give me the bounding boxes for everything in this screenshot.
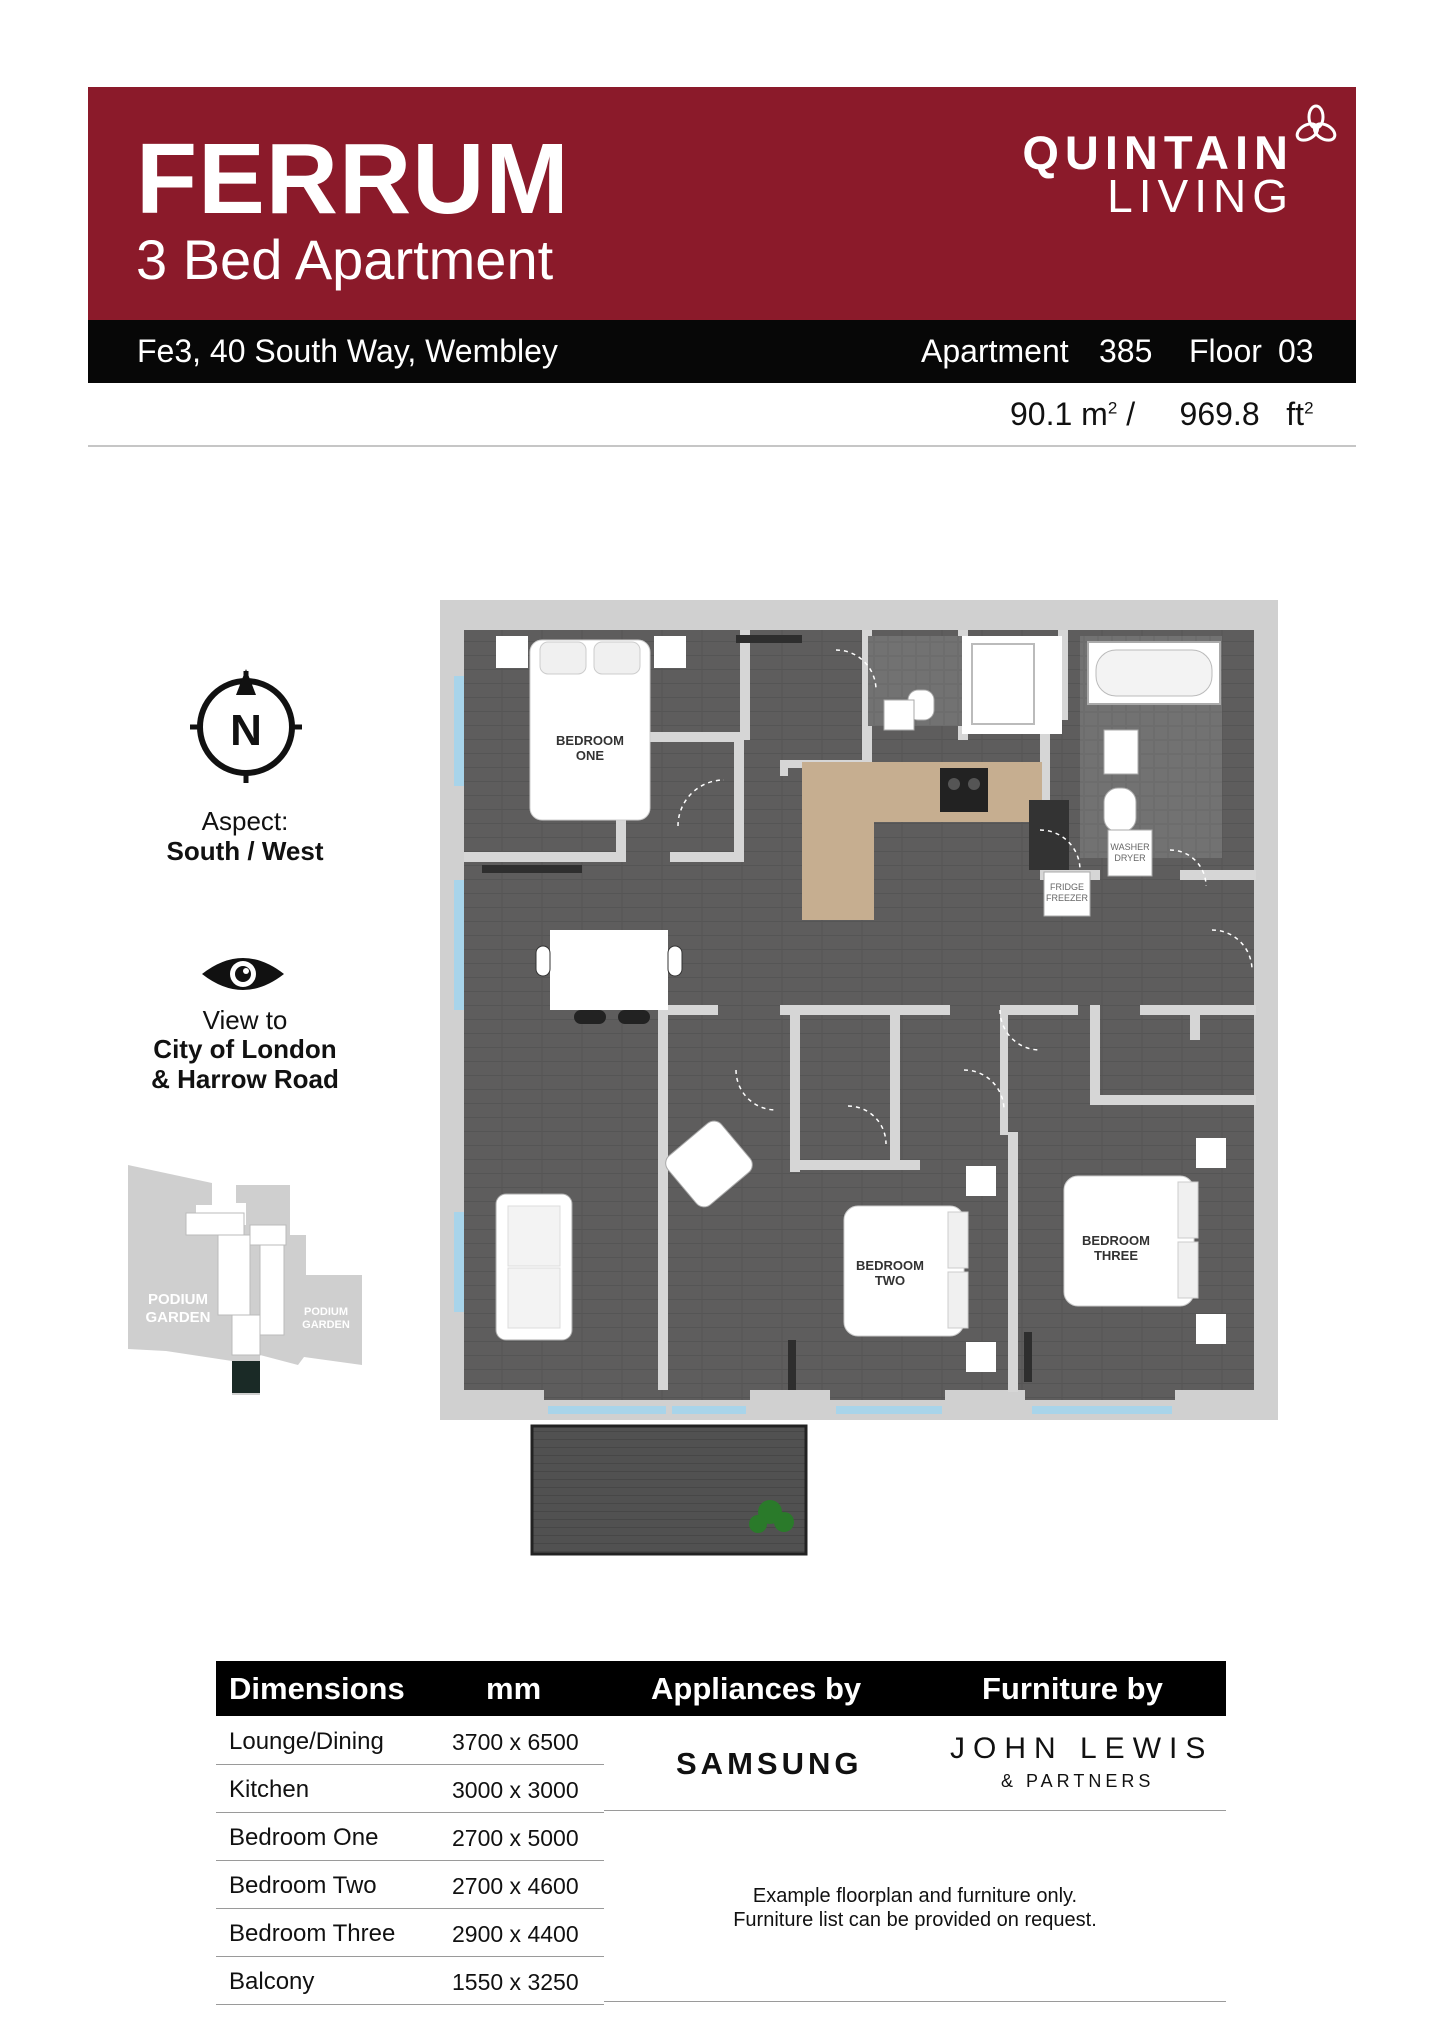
bathroom-basin: [1103, 729, 1139, 775]
bed-three: [1063, 1175, 1195, 1307]
armchair: [665, 1120, 753, 1208]
table-bottom-divider: [604, 2001, 1226, 2002]
bed-one: [529, 639, 651, 821]
view-value: City of London & Harrow Road: [120, 1034, 370, 1094]
trefoil-logo-icon: [1295, 104, 1337, 142]
fridge-freezer: [1043, 871, 1091, 917]
area-sqm-unit: m: [1081, 396, 1108, 432]
room-size: 2900 x 4400: [452, 1921, 579, 1947]
room-name: Lounge/Dining: [229, 1728, 384, 1755]
bed-two: [843, 1205, 965, 1337]
room-name: Bedroom Three: [229, 1920, 396, 1947]
apartment-type: 3 Bed Apartment: [136, 228, 554, 291]
header-appliances: Appliances by: [651, 1671, 862, 1706]
area-row: 90.1 m2 / 969.8 ft2: [1010, 396, 1314, 432]
room-size: 1550 x 3250: [452, 1969, 579, 1995]
podium-garden-right-line2: GARDEN: [302, 1319, 350, 1331]
room-name: Bedroom One: [229, 1824, 379, 1851]
floor-label: Floor: [1189, 333, 1262, 369]
apartment-label: Apartment: [921, 333, 1069, 369]
room-size: 2700 x 5000: [452, 1825, 579, 1851]
aspect-value: South / West: [166, 836, 324, 866]
room-name: Balcony: [229, 1968, 315, 1995]
site-location-map: PODIUM GARDEN PODIUM GARDEN: [128, 1165, 362, 1395]
fridge-label-2: FREEZER: [1046, 893, 1089, 903]
brand-subname: LIVING: [1107, 170, 1294, 222]
hob: [940, 768, 988, 812]
header-furniture: Furniture by: [982, 1671, 1163, 1706]
washer-label-1: WASHER: [1110, 842, 1150, 852]
bedroom-three-label-2: THREE: [1094, 1248, 1138, 1263]
floor-plan: WASHER DRYER FRIDGE FREEZER BEDROOM ONE: [440, 600, 1278, 1556]
sink: [1029, 800, 1069, 870]
table-row: Kitchen 3000 x 3000: [216, 1764, 604, 1813]
furniture-brand: JOHN LEWIS: [950, 1732, 1214, 1765]
table-row: Bedroom Three 2900 x 4400: [216, 1908, 604, 1957]
basin: [883, 699, 915, 731]
address: Fe3, 40 South Way, Wembley: [137, 333, 558, 369]
bedroom-one-label-1: BEDROOM: [556, 733, 624, 748]
podium-garden-right-line1: PODIUM: [304, 1306, 348, 1318]
fridge-label-1: FRIDGE: [1050, 882, 1084, 892]
compass-letter: N: [230, 706, 262, 755]
washer-dryer: [1107, 829, 1153, 877]
brand-name: QUINTAIN: [1022, 126, 1294, 179]
bedroom-two-label-1: BEDROOM: [856, 1258, 924, 1273]
header-banner: FERRUM 3 Bed Apartment QUINTAIN LIVING: [88, 87, 1356, 320]
bedroom-two-label-2: TWO: [875, 1273, 905, 1288]
room-name: Kitchen: [229, 1776, 310, 1803]
room-size: 3700 x 6500: [452, 1729, 579, 1755]
view-label: View to: [202, 1005, 288, 1035]
compass-icon: N: [190, 669, 302, 783]
shower-tray: [971, 643, 1035, 725]
floor-number: 03: [1278, 333, 1314, 369]
table-row: Bedroom Two 2700 x 4600: [216, 1860, 604, 1909]
room-name: Bedroom Two: [229, 1872, 377, 1899]
brand-divider: [604, 1810, 1226, 1811]
header-dimensions: Dimensions: [229, 1671, 405, 1706]
info-bar: Fe3, 40 South Way, Wembley Apartment 385…: [88, 320, 1356, 383]
appliance-brand: SAMSUNG: [676, 1746, 863, 1781]
area-sqft: 969.8: [1179, 396, 1260, 432]
room-size: 3000 x 3000: [452, 1777, 579, 1803]
room-size: 2700 x 4600: [452, 1873, 579, 1899]
area-sqm: 90.1: [1010, 396, 1073, 432]
note-line-1: Example floorplan and furniture only.: [752, 1885, 1078, 1907]
dining-table: [550, 930, 668, 1010]
bedroom-one-label-2: ONE: [576, 748, 605, 763]
eye-icon: [202, 958, 284, 990]
aspect-label: Aspect:: [201, 806, 289, 836]
furniture-brand-sub: & PARTNERS: [1001, 1771, 1155, 1791]
note-line-2: Furniture list can be provided on reques…: [733, 1909, 1097, 1931]
bedroom-three-label-1: BEDROOM: [1082, 1233, 1150, 1248]
podium-garden-left-line1: PODIUM: [148, 1291, 208, 1308]
apartment-number: 385: [1099, 333, 1153, 369]
header-divider: [88, 445, 1356, 447]
bathroom-toilet: [1103, 787, 1137, 833]
header-mm: mm: [486, 1671, 542, 1706]
washer-label-2: DRYER: [1114, 853, 1146, 863]
window: [454, 676, 464, 786]
table-row: Bedroom One 2700 x 5000: [216, 1812, 604, 1861]
table-row: Balcony 1550 x 3250: [216, 1956, 604, 2005]
area-sqft-unit: ft: [1286, 396, 1305, 432]
view-value-line1: City of London: [153, 1034, 337, 1064]
podium-garden-left-line2: GARDEN: [145, 1309, 210, 1326]
table-header: Dimensions mm Appliances by Furniture by: [216, 1661, 1226, 1716]
view-value-line2: & Harrow Road: [151, 1064, 339, 1094]
plant-icon: [749, 1500, 794, 1533]
building-title: FERRUM: [136, 123, 570, 235]
balcony: [530, 1424, 808, 1556]
table-row: Lounge/Dining 3700 x 6500: [216, 1716, 604, 1765]
